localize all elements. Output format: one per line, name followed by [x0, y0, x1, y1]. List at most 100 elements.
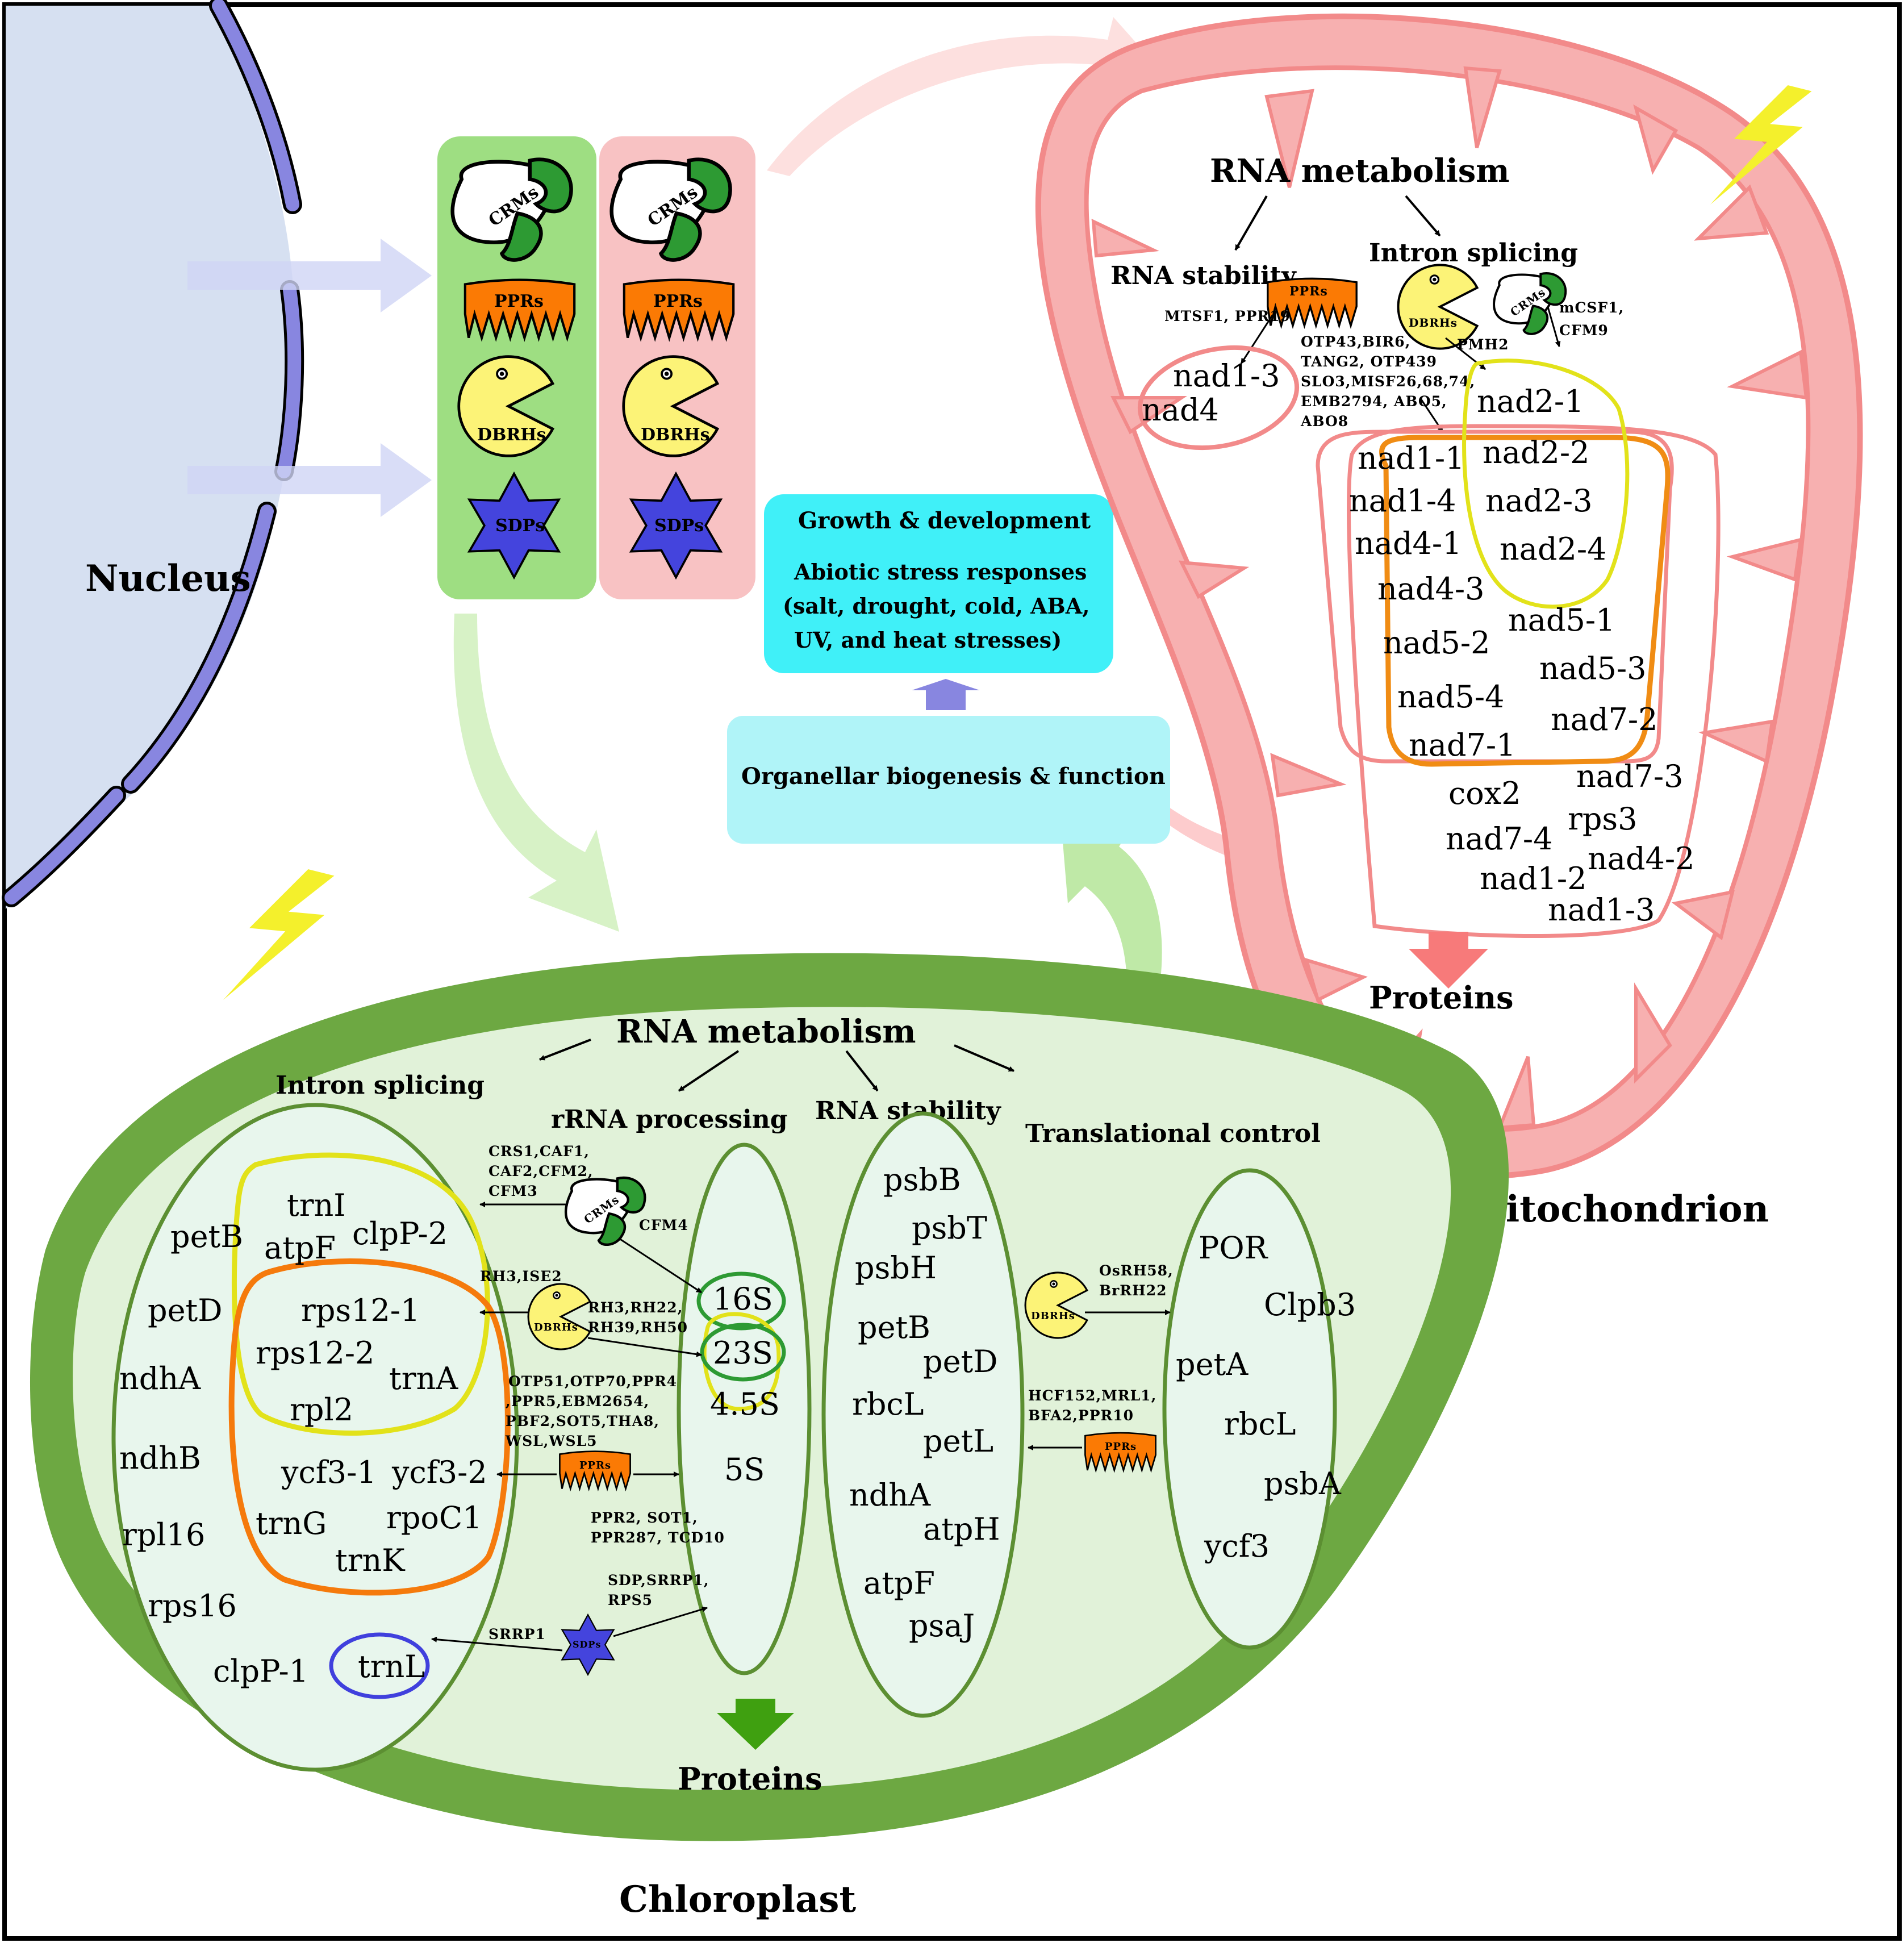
list-text: OTP43,BIR6, — [1301, 333, 1410, 350]
list-text: ,PPR5,EBM2654, — [506, 1393, 649, 1410]
gene: trnA — [389, 1361, 458, 1396]
chloro-translational-control: Translational control — [1025, 1119, 1321, 1148]
gene: rpl16 — [122, 1517, 205, 1553]
sdp-label: SDPs — [495, 516, 545, 536]
panel-proteins-green: CRMs PPRs DBRHs SDPs — [453, 160, 574, 579]
chloro-ppr-translation-label: PPRs — [1105, 1441, 1137, 1453]
ppr-label: PPRs — [494, 291, 544, 311]
chloro-dbrh-translation-label: DBRHs — [1031, 1310, 1075, 1322]
gene: rpoC1 — [386, 1500, 482, 1536]
chloro-rh3: RH3,ISE2 — [480, 1268, 562, 1285]
mito-proteins-label: Proteins — [1369, 979, 1514, 1016]
list-text: EMB2794, ABO5, — [1301, 393, 1447, 410]
mito-proteins-arrow — [1409, 932, 1488, 989]
nucleus: Nucleus — [2, 0, 304, 909]
mito-dbrh-label: DBRHs — [1409, 316, 1458, 330]
chloro-rh-list-1: RH39,RH50 — [588, 1319, 688, 1336]
gene: rpl2 — [290, 1392, 353, 1428]
panel-proteins-pink: CRMs PPRs DBRHs SDPs — [612, 160, 733, 579]
gene: psbB — [883, 1162, 961, 1198]
mito-intron-splicing: Intron splicing — [1369, 239, 1578, 268]
mito-ppr-list: OTP43,BIR6, TANG2, OTP439 SLO3,MISF26,68… — [1300, 333, 1475, 430]
chloroplast-label: Chloroplast — [619, 1878, 856, 1921]
gene: rps3 — [1568, 801, 1637, 837]
gene: nad4-1 — [1355, 526, 1462, 561]
mito-pmh2: PMH2 — [1457, 336, 1509, 353]
growth-label: Growth & development — [798, 507, 1091, 534]
gene: nad2-2 — [1483, 435, 1590, 470]
ppr-label: PPRs — [653, 291, 703, 311]
gene: petB — [858, 1310, 930, 1345]
abiotic-label-1: Abiotic stress responses — [794, 559, 1087, 585]
gene: nad2-4 — [1500, 531, 1607, 567]
mito-ppr-outline — [1379, 435, 1671, 767]
gene: ndhA — [849, 1477, 931, 1513]
chloro-proteins-arrow — [717, 1699, 794, 1750]
chloro-srrp1: SRRP1 — [488, 1626, 546, 1642]
gene: nad7-1 — [1409, 727, 1516, 763]
gene: nad1-3 — [1548, 892, 1655, 928]
gene: psbH — [855, 1250, 937, 1286]
gene: ycf3-1 — [281, 1454, 377, 1490]
gene: rbcL — [1224, 1406, 1296, 1442]
chloro-translation-ellipse — [1162, 1168, 1337, 1650]
nucleus-label: Nucleus — [85, 557, 251, 600]
chloro-intron-splicing: Intron splicing — [275, 1071, 485, 1100]
chloro-osrh-0: OsRH58, — [1099, 1262, 1174, 1279]
gene: atpF — [863, 1565, 935, 1601]
chloro-intron-ellipse — [111, 1103, 519, 1772]
gene: 4.5S — [710, 1386, 780, 1422]
list-text: OTP51,OTP70,PPR4 — [508, 1373, 677, 1390]
rrna-16s-outline — [696, 1271, 786, 1331]
gene: nad2-1 — [1477, 383, 1584, 419]
mito-dbrh-outline — [1462, 358, 1630, 609]
chloro-sdp-label: SDPs — [573, 1639, 601, 1650]
chloro-ppr-rrna-1: PPR287, TCD10 — [591, 1529, 725, 1546]
list-text: SLO3,MISF26,68,74, — [1301, 373, 1475, 390]
chloro-sdp-list-0: SDP,SRRP1, — [608, 1572, 709, 1588]
rrna-23s-outline — [700, 1323, 786, 1382]
mito-rna-metabolism: RNA metabolism — [1210, 152, 1510, 190]
chloro-trnl-outline — [329, 1632, 430, 1699]
mito-gene-region — [1347, 424, 1721, 938]
list-text: WSL,WSL5 — [505, 1433, 598, 1449]
gene: trnK — [335, 1542, 406, 1578]
gene: petD — [923, 1344, 998, 1379]
chloro-dbrh-outline — [231, 1152, 490, 1436]
mito-mcsf1: mCSF1, — [1559, 299, 1624, 316]
gene: 5S — [724, 1452, 765, 1487]
chloro-rrna-processing: rRNA processing — [551, 1105, 788, 1134]
mito-inner-box — [1316, 430, 1674, 764]
rrna-yellow-outline — [702, 1312, 781, 1411]
up-arrow — [912, 679, 980, 710]
sdp-label: SDPs — [654, 516, 704, 536]
organellar-biogenesis-box — [727, 716, 1170, 844]
gene: nad4-2 — [1588, 841, 1695, 877]
gene: petD — [148, 1292, 223, 1328]
gene: cox2 — [1448, 775, 1521, 811]
mito-stability-ellipse — [1137, 345, 1300, 451]
gene: nad1-4 — [1349, 483, 1456, 519]
chloro-hcf-0: HCF152,MRL1, — [1028, 1387, 1156, 1404]
chloro-ppr-rrna-0: PPR2, SOT1, — [591, 1510, 698, 1526]
abiotic-label-2: (salt, drought, cold, ABA, — [783, 593, 1089, 619]
gene: nad2-3 — [1485, 483, 1593, 519]
mitochondrion-label: Mitochondrion — [1465, 1188, 1769, 1231]
chloro-crm-list: CRS1,CAF1, CAF2,CFM2, CFM3 — [488, 1143, 593, 1199]
list-text: CRS1,CAF1, — [488, 1143, 590, 1160]
list-text: CFM3 — [488, 1183, 538, 1199]
gene: psbA — [1264, 1466, 1342, 1502]
chloro-stability-ellipse — [821, 1111, 1025, 1718]
gene: atpF — [264, 1230, 336, 1266]
gene: petL — [923, 1423, 993, 1459]
gene: nad5-2 — [1383, 625, 1490, 661]
gene: nad5-3 — [1539, 651, 1647, 686]
dbrh-label: DBRHs — [641, 425, 710, 445]
gene: ycf3 — [1204, 1528, 1270, 1564]
gene: trnG — [256, 1506, 327, 1541]
chloro-osrh-1: BrRH22 — [1099, 1282, 1167, 1299]
gene: psbT — [912, 1210, 987, 1246]
gene: nad7-2 — [1551, 702, 1658, 737]
gene: Clpb3 — [1264, 1287, 1356, 1323]
chloro-ppr-outline — [228, 1258, 511, 1596]
